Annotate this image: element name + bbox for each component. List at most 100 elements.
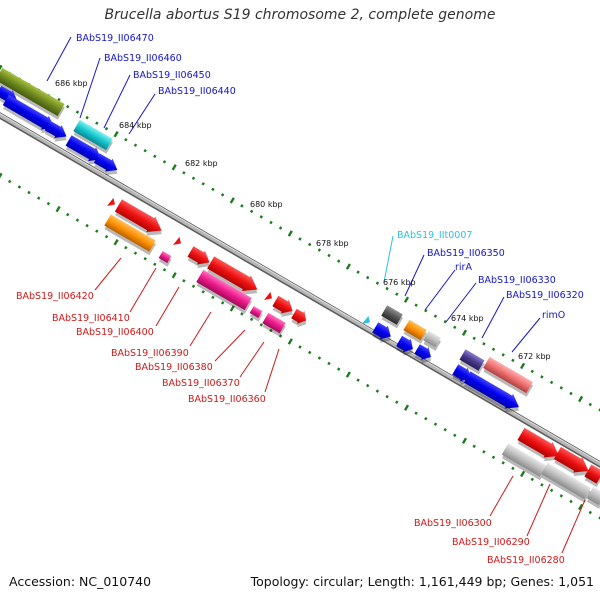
tick-dot — [337, 367, 341, 371]
genome-summary-text: Topology: circular; Length: 1,161,449 bp… — [250, 574, 594, 589]
tick-dot — [143, 148, 147, 153]
tick-dot — [143, 256, 147, 261]
tick-dot — [511, 358, 515, 363]
accession-text: Accession: NC_010740 — [9, 574, 152, 589]
tick-dot — [588, 510, 592, 515]
tick-dot — [540, 483, 544, 487]
tick-dot — [511, 466, 515, 471]
tick-dot — [249, 209, 254, 214]
gene-arrow-olive — [0, 67, 65, 120]
tick-dot — [491, 455, 496, 460]
tick-dot — [375, 389, 380, 393]
tick-dot — [220, 193, 225, 197]
tick-dot — [414, 411, 418, 415]
tick-dot — [482, 342, 486, 346]
gene-arrow — [553, 446, 589, 477]
tick-dot — [201, 290, 205, 294]
gene-label[interactable]: BAbS19_II06410 — [52, 313, 130, 324]
tick-dot — [520, 470, 526, 478]
gene-label[interactable]: BAbS19_II06440 — [158, 86, 236, 97]
gene-label[interactable]: BAbS19_II06330 — [478, 275, 556, 286]
gene-arrow — [381, 305, 404, 329]
kbp-tick-label: 672 kbp — [518, 352, 551, 361]
tick-dot — [424, 416, 428, 421]
tick-dot — [8, 179, 12, 184]
tick-dot — [269, 328, 273, 333]
label-leader-lines — [46, 36, 586, 554]
tick-dot — [366, 275, 370, 280]
gene-arrow — [584, 464, 600, 488]
tick-dot — [287, 338, 293, 345]
gene-label[interactable]: BAbS19_II06390 — [111, 348, 189, 359]
tick-dot — [308, 242, 312, 247]
small-gene-triangle — [173, 237, 181, 245]
tick-dot — [298, 345, 302, 349]
gene-label[interactable]: BAbS19_II06320 — [506, 290, 584, 301]
tick-dot — [37, 196, 41, 200]
tick-dot — [385, 286, 389, 291]
gene-arrow — [463, 371, 520, 413]
gene-label[interactable]: BAbS19_II06380 — [135, 362, 213, 373]
gene-arrow — [414, 344, 432, 364]
gene-label[interactable]: BAbS19_II06400 — [76, 327, 154, 338]
gene-label[interactable]: BAbS19_II06280 — [487, 555, 565, 566]
tick-dot — [95, 229, 99, 233]
gene-label[interactable]: BAbS19_II06290 — [452, 537, 530, 548]
gene-arrow — [249, 306, 263, 322]
tick-dot — [501, 353, 505, 357]
tick-dot — [153, 154, 157, 159]
gene-arrow — [423, 330, 442, 351]
tick-dot — [229, 305, 235, 312]
tick-dot — [472, 336, 476, 341]
gene-arrow — [114, 199, 162, 236]
gene-arrow — [517, 427, 560, 462]
gene-arrow — [2, 94, 55, 134]
tick-dot — [211, 187, 215, 192]
tick-dot — [461, 437, 468, 444]
gene-labels-top: BAbS19_II06470 BAbS19_II06460 BAbS19_II0… — [76, 33, 236, 97]
gene-arrow — [586, 486, 600, 509]
tick-dot — [240, 204, 244, 208]
tick-dot — [278, 226, 283, 230]
gene-label[interactable]: BAbS19_II06420 — [16, 291, 94, 302]
gene-label[interactable]: rimO — [542, 310, 565, 321]
tick-dot — [55, 205, 61, 213]
tick-dot — [249, 317, 254, 322]
tick-dot — [395, 400, 399, 404]
gene-arrow — [187, 246, 210, 269]
tick-dot — [171, 164, 177, 171]
gene-label[interactable]: BAbS19_IIt0007 — [397, 230, 472, 241]
gene-label[interactable]: BAbS19_II06360 — [188, 394, 266, 405]
tick-dot — [549, 488, 554, 493]
gene-label[interactable]: BAbS19_II06450 — [133, 70, 211, 81]
tick-dot — [162, 268, 167, 272]
tick-dot — [153, 262, 157, 267]
gene-label[interactable]: BAbS19_II06350 — [427, 248, 505, 259]
tick-dot — [549, 380, 554, 385]
gene-arrow — [158, 251, 172, 267]
tick-dot — [530, 369, 534, 374]
tick-dot — [453, 325, 457, 330]
map-title: Brucella abortus S19 chromosome 2, compl… — [104, 7, 496, 23]
gene-label[interactable]: BAbS19_II06470 — [76, 33, 154, 44]
tick-dot — [182, 279, 186, 283]
gene-label[interactable]: BAbS19_II06460 — [104, 53, 182, 64]
gene-arrow — [501, 443, 547, 481]
tick-dot — [327, 253, 331, 258]
tick-dot — [259, 323, 263, 327]
tick-dot — [85, 223, 89, 228]
tick-dot — [240, 312, 244, 316]
tick-dot — [201, 182, 205, 186]
tick-dot — [229, 197, 235, 204]
gene-label[interactable]: BAbS19_II06300 — [414, 518, 492, 529]
gene-label[interactable]: BAbS19_II06370 — [162, 378, 240, 389]
tick-dot — [578, 503, 584, 511]
kbp-tick-label: 680 kbp — [250, 200, 283, 209]
tick-dot — [124, 137, 128, 142]
tick-dot — [540, 375, 544, 379]
tick-dot — [395, 292, 399, 296]
small-gene-triangle — [362, 316, 370, 324]
tick-dot — [569, 391, 573, 396]
gene-label[interactable]: rirA — [455, 262, 472, 273]
